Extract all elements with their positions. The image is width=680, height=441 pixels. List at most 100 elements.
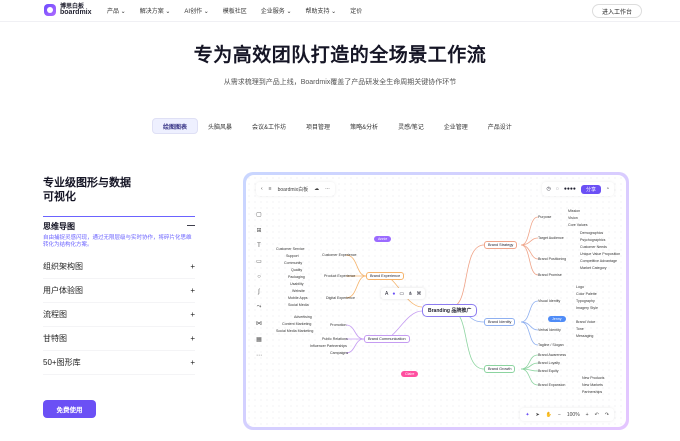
leaf[interactable]: Brand Voice	[576, 320, 596, 324]
leaf[interactable]: Website	[292, 289, 305, 293]
leaf[interactable]: Visual Identity	[538, 299, 561, 303]
node-brand-strategy[interactable]: Brand Strategy	[484, 241, 518, 249]
more-tools-icon[interactable]: ⋯	[256, 353, 262, 359]
nav-enterprise[interactable]: 企业服务 ⌄	[260, 9, 292, 15]
leaf[interactable]: Digital Experience	[326, 296, 355, 300]
leaf[interactable]: Customer Needs	[580, 245, 607, 249]
leaf[interactable]: Competitive Advantage	[580, 259, 617, 263]
leaf[interactable]: Mission	[568, 209, 581, 213]
leaf[interactable]: Tone	[576, 327, 584, 331]
table-icon[interactable]: ▦	[256, 337, 262, 343]
leaf[interactable]: Brand Promise	[538, 273, 562, 277]
pen-icon[interactable]: ∫	[258, 289, 260, 295]
leaf[interactable]: Customer Experience	[322, 253, 357, 257]
pointer-icon[interactable]: ➤	[535, 411, 540, 418]
leaf[interactable]: Community	[284, 261, 303, 265]
collapse-icon[interactable]: —	[187, 221, 195, 230]
back-icon[interactable]: ‹	[261, 186, 263, 192]
leaf[interactable]: Messaging	[576, 334, 594, 338]
nav-pricing[interactable]: 定价	[350, 9, 363, 15]
node-brand-identity[interactable]: Brand Identity	[484, 318, 516, 326]
leaf[interactable]: Brand Awareness	[538, 353, 567, 357]
leaf[interactable]: Social Media	[288, 303, 309, 307]
frame-icon[interactable]: ⊞	[256, 228, 262, 234]
leaf[interactable]: Usability	[290, 282, 304, 286]
leaf[interactable]: Demographics	[580, 231, 604, 235]
timer-icon[interactable]: ◷	[546, 186, 551, 192]
leaf[interactable]: Logo	[576, 285, 584, 289]
tab-brainstorm[interactable]: 头脑风暴	[208, 124, 233, 131]
enter-workspace-button[interactable]: 进入工作台	[592, 4, 642, 18]
leaf[interactable]: Color Palette	[576, 292, 597, 296]
nav-help[interactable]: 帮助支持 ⌄	[305, 9, 337, 15]
whiteboard-canvas[interactable]: ‹ ≡ boardmix白板 ☁ ⋯ ◷ ◌ ●●●● 分享 ◔ ▢ ⊞ T ▭…	[246, 175, 626, 427]
leaf[interactable]: Core Values	[568, 223, 588, 227]
link-icon[interactable]: ⌘	[416, 290, 422, 297]
border-icon[interactable]: ▭	[399, 290, 405, 297]
tab-meeting[interactable]: 会议&工作坊	[252, 124, 287, 131]
accordion-org-chart[interactable]: 组织架构图+	[43, 255, 195, 279]
select-icon[interactable]: ▢	[256, 212, 262, 218]
leaf[interactable]: New Products	[582, 376, 605, 380]
leaf[interactable]: Mobile Apps	[288, 296, 308, 300]
leaf[interactable]: Psychographics	[580, 238, 606, 242]
file-name[interactable]: boardmix白板	[277, 186, 309, 193]
leaf[interactable]: Target Audience	[538, 236, 564, 240]
leaf[interactable]: Influencer Partnerships	[310, 344, 347, 348]
leaf[interactable]: Unique Value Proposition	[580, 252, 621, 256]
share-button[interactable]: 分享	[580, 184, 601, 194]
leaf[interactable]: Advertising	[294, 315, 312, 319]
text-icon[interactable]: T	[257, 243, 261, 249]
color-dot-icon[interactable]: ●	[392, 290, 396, 297]
font-icon[interactable]: A	[385, 290, 389, 297]
cloud-icon[interactable]: ☁	[314, 186, 320, 192]
tab-notes[interactable]: 灵感/笔记	[398, 124, 424, 131]
leaf[interactable]: Campaigns	[330, 351, 349, 355]
leaf[interactable]: Verbal Identity	[538, 328, 561, 332]
tab-project[interactable]: 项目管理	[306, 124, 331, 131]
tab-management[interactable]: 企业管理	[443, 124, 468, 131]
zoom-out-icon[interactable]: −	[557, 411, 561, 418]
leaf[interactable]: Brand Expansion	[538, 383, 566, 387]
node-brand-communication[interactable]: Brand Communication	[364, 335, 410, 343]
mindmap-icon[interactable]: ⋈	[256, 321, 262, 327]
logo[interactable]: 博思白板 boardmix	[44, 4, 92, 16]
node-brand-growth[interactable]: Brand Growth	[484, 365, 516, 373]
leaf[interactable]: Brand Equity	[538, 369, 559, 373]
tab-strategy[interactable]: 策略&分析	[350, 124, 379, 131]
leaf[interactable]: Support	[286, 254, 299, 258]
leaf[interactable]: Customer Service	[276, 247, 305, 251]
leaf[interactable]: Quality	[291, 268, 303, 272]
leaf[interactable]: Packaging	[288, 275, 305, 279]
sticky-icon[interactable]: ▭	[256, 259, 262, 265]
tab-product-design[interactable]: 产品设计	[487, 124, 512, 131]
leaf[interactable]: Typography	[576, 299, 595, 303]
node-brand-experience[interactable]: Brand Experience	[366, 272, 405, 280]
free-use-button[interactable]: 免费使用	[43, 400, 96, 418]
leaf[interactable]: Promotion	[330, 323, 347, 327]
leaf[interactable]: Market Category	[580, 266, 607, 270]
leaf[interactable]: Partnerships	[582, 390, 603, 394]
tab-drawing[interactable]: 绘图图表	[152, 118, 199, 134]
leaf[interactable]: Brand Loyalty	[538, 361, 560, 365]
zoom-in-icon[interactable]: +	[585, 411, 589, 418]
leaf[interactable]: Content Marketing	[282, 322, 312, 326]
accordion-gantt[interactable]: 甘特图+	[43, 327, 195, 351]
nav-product[interactable]: 产品 ⌄	[107, 9, 126, 15]
avatar-group[interactable]: ●●●●	[563, 186, 576, 192]
leaf[interactable]: New Markets	[582, 383, 603, 387]
hand-icon[interactable]: ✋	[545, 411, 552, 418]
redo-icon[interactable]: ↷	[604, 411, 609, 418]
nav-ai[interactable]: AI创作 ⌄	[184, 9, 209, 15]
connector-icon[interactable]: ⤳	[256, 304, 262, 310]
more-icon[interactable]: ⋯	[325, 186, 331, 192]
zoom-level[interactable]: 100%	[566, 411, 580, 418]
leaf[interactable]: Brand Positioning	[538, 257, 567, 261]
leaf[interactable]: Imagery Style	[576, 306, 598, 310]
leaf[interactable]: Product Experience	[324, 274, 356, 278]
nav-templates[interactable]: 模板社区	[222, 9, 247, 15]
branch-icon[interactable]: ⋔	[408, 290, 413, 297]
leaf[interactable]: Vision	[568, 216, 578, 220]
accordion-mindmap[interactable]: 思维导图 —	[43, 216, 195, 232]
leaf[interactable]: Tagline / Slogan	[538, 343, 564, 347]
